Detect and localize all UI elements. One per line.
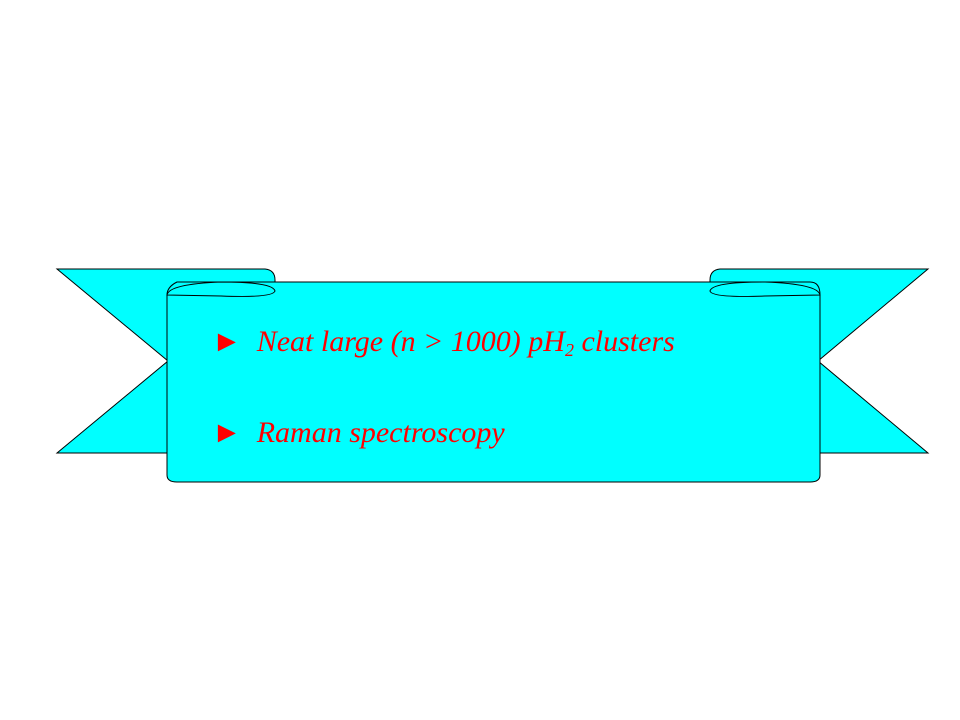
subscript-2: 2 — [564, 340, 574, 360]
bullet-marker: ► — [212, 325, 250, 358]
bullet-text-clusters-tail: clusters — [573, 325, 675, 358]
bullet-text-raman: Raman spectroscopy — [256, 416, 505, 449]
bullet-item-raman: ► Raman spectroscopy — [212, 418, 505, 448]
ribbon-right-curl — [709, 281, 821, 297]
ribbon-main-panel — [166, 281, 821, 483]
bullet-marker: ► — [212, 416, 250, 449]
ribbon-left-curl — [166, 281, 276, 297]
bullet-text-clusters-main: Neat large (n > 1000) pH — [256, 325, 565, 358]
bullet-text-clusters: Neat large (n > 1000) pH2 clusters — [256, 325, 675, 360]
bullet-item-clusters: ► Neat large (n > 1000) pH2 clusters — [212, 325, 675, 360]
